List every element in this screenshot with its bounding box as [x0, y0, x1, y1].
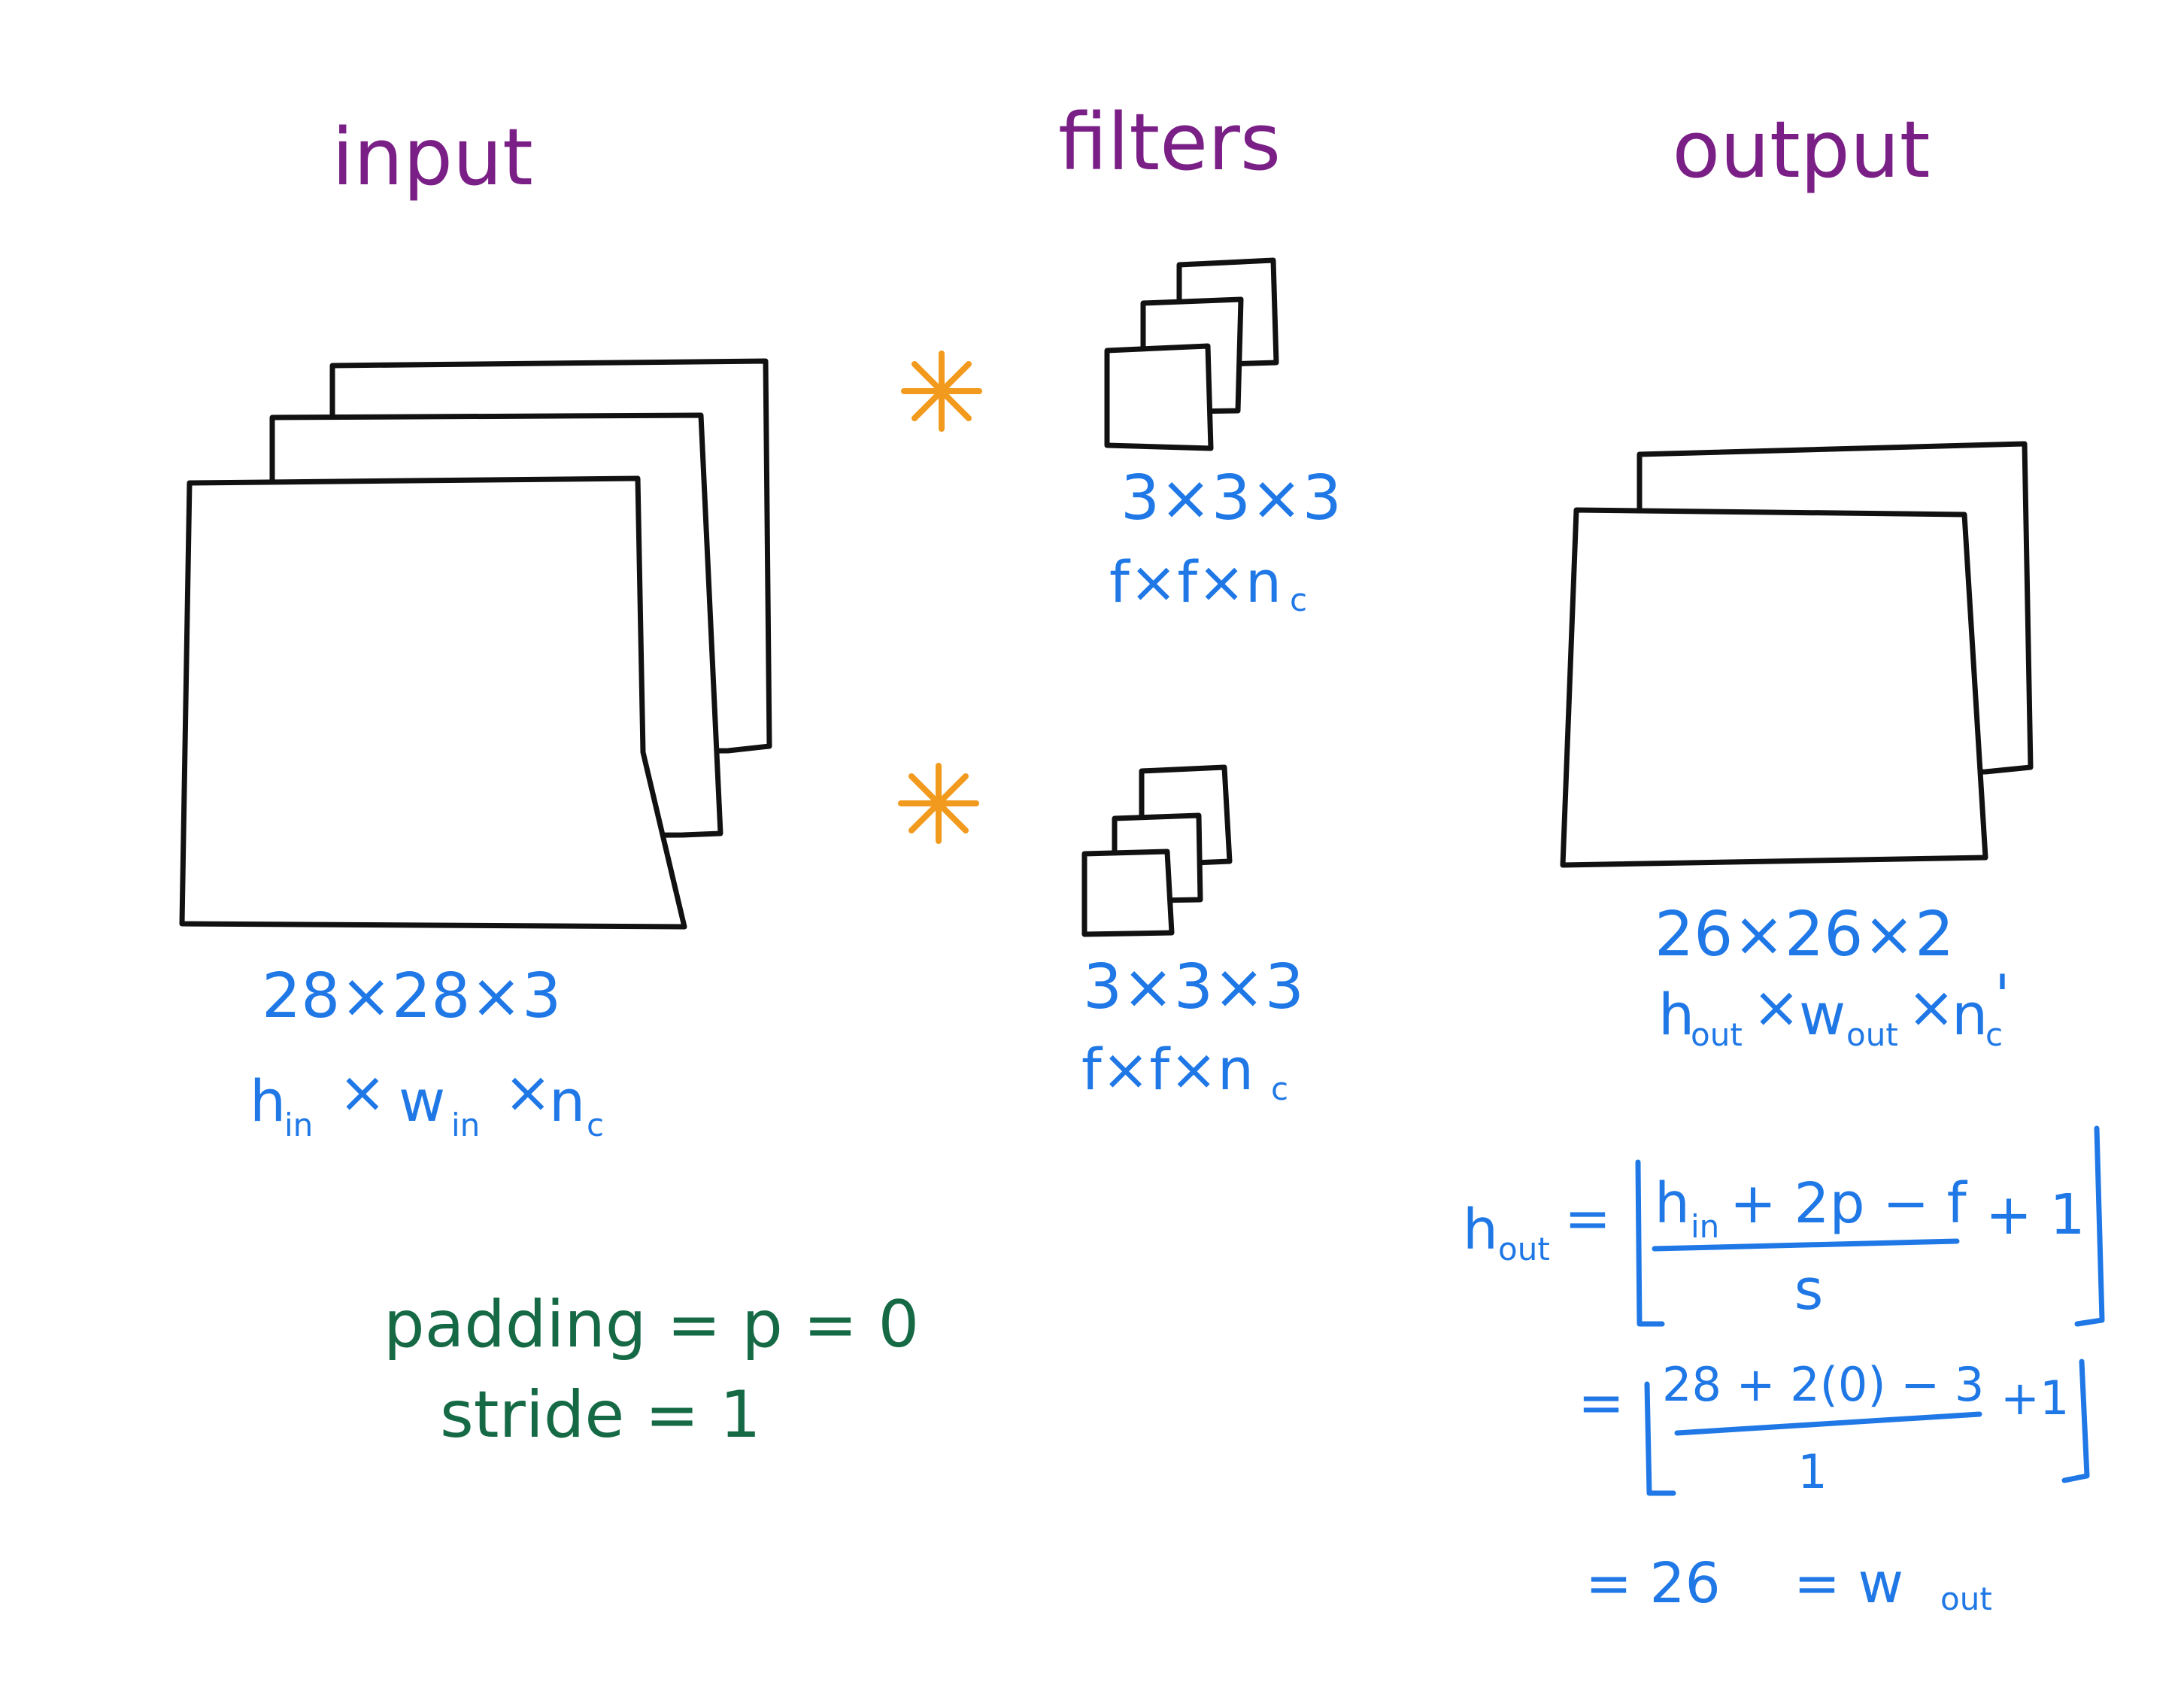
filter-2-symbolic: f×f×n c	[1081, 1036, 1288, 1107]
input-times-1: ×	[338, 1058, 387, 1125]
input-symbolic: h in × w in × n c	[250, 1058, 604, 1143]
filters-heading: filters	[1058, 96, 1281, 188]
substitution-equals: =	[1578, 1371, 1624, 1435]
filter-1	[1104, 257, 1279, 451]
input-dims: 28×28×3	[262, 961, 561, 1032]
filter-1-sheet-1	[1104, 343, 1214, 451]
formula-plus-one: + 1	[1985, 1183, 2085, 1247]
filter-2-dims: 3×3×3	[1083, 952, 1304, 1023]
output-dims: 26×26×2	[1655, 899, 1954, 970]
formula-equals: =	[1564, 1186, 1611, 1251]
formula-result: = 26	[1585, 1551, 1721, 1616]
filter-2-sheet-1	[1081, 849, 1175, 937]
filter-2-symbol: f×f×n	[1081, 1036, 1254, 1103]
output-h-sub: out	[1691, 1016, 1743, 1053]
substitution-plus: +1	[2000, 1371, 2069, 1425]
convolution-operator-2	[898, 763, 979, 844]
filter-1-symbol: f×f×n	[1109, 548, 1282, 615]
input-n: n	[549, 1067, 585, 1134]
output-symbolic: h out × w out × n c '	[1658, 962, 2010, 1053]
input-w-sub: in	[451, 1107, 480, 1143]
filter-1-symbolic: f×f×n c	[1109, 548, 1307, 618]
input-w: w	[399, 1067, 445, 1134]
floor-bracket-left-1	[1635, 1159, 1665, 1327]
formula-result-w-sub: out	[1940, 1580, 1992, 1617]
floor-bracket-left-2	[1644, 1381, 1676, 1496]
filter-2	[1081, 764, 1233, 937]
output-n-sub: c	[1985, 1016, 2003, 1053]
filter-2-n-sub: c	[1271, 1070, 1288, 1107]
output-heading: output	[1672, 104, 1930, 196]
output-sheet-1	[1560, 507, 1988, 868]
filter-1-dims: 3×3×3	[1121, 463, 1342, 534]
padding-label: padding = p = 0	[384, 1287, 919, 1362]
output-volume	[1560, 441, 2034, 868]
formula-den: s	[1794, 1258, 1824, 1322]
input-sheet-1	[179, 475, 687, 930]
input-h-sub: in	[284, 1107, 313, 1143]
output-times-2: ×	[1907, 973, 1955, 1040]
output-size-formula: h out = h in + 2p − f s + 1 = 28 + 2(0) …	[1463, 1125, 2105, 1617]
output-n: n	[1952, 981, 1988, 1048]
convolution-operator-1	[901, 351, 982, 432]
filter-1-n-sub: c	[1290, 581, 1307, 618]
input-times-2: ×	[504, 1058, 552, 1125]
floor-bracket-right-1	[2074, 1125, 2105, 1327]
substitution-num: 28 + 2(0) − 3	[1662, 1357, 1984, 1412]
formula-num-rest: + 2p − f	[1730, 1171, 1968, 1236]
input-h: h	[250, 1067, 286, 1134]
output-w-sub: out	[1846, 1016, 1898, 1053]
output-n-prime: '	[1994, 962, 2010, 1029]
input-volume	[179, 358, 772, 930]
formula-lhs-sub: out	[1498, 1231, 1550, 1268]
formula-result-w: = w	[1794, 1551, 1903, 1616]
fraction-bar-2	[1674, 1411, 1982, 1436]
output-times-1: ×	[1752, 973, 1800, 1040]
formula-num-h: h	[1655, 1171, 1690, 1236]
floor-bracket-right-2	[2061, 1359, 2090, 1483]
output-w: w	[1799, 981, 1846, 1048]
output-h: h	[1658, 981, 1694, 1048]
input-n-sub: c	[587, 1107, 604, 1143]
formula-lhs: h	[1463, 1198, 1498, 1262]
formula-num-h-sub: in	[1691, 1208, 1719, 1245]
input-heading: input	[332, 111, 533, 203]
fraction-bar-1	[1652, 1238, 1960, 1252]
stride-label: stride = 1	[440, 1377, 761, 1453]
substitution-den: 1	[1797, 1444, 1827, 1499]
